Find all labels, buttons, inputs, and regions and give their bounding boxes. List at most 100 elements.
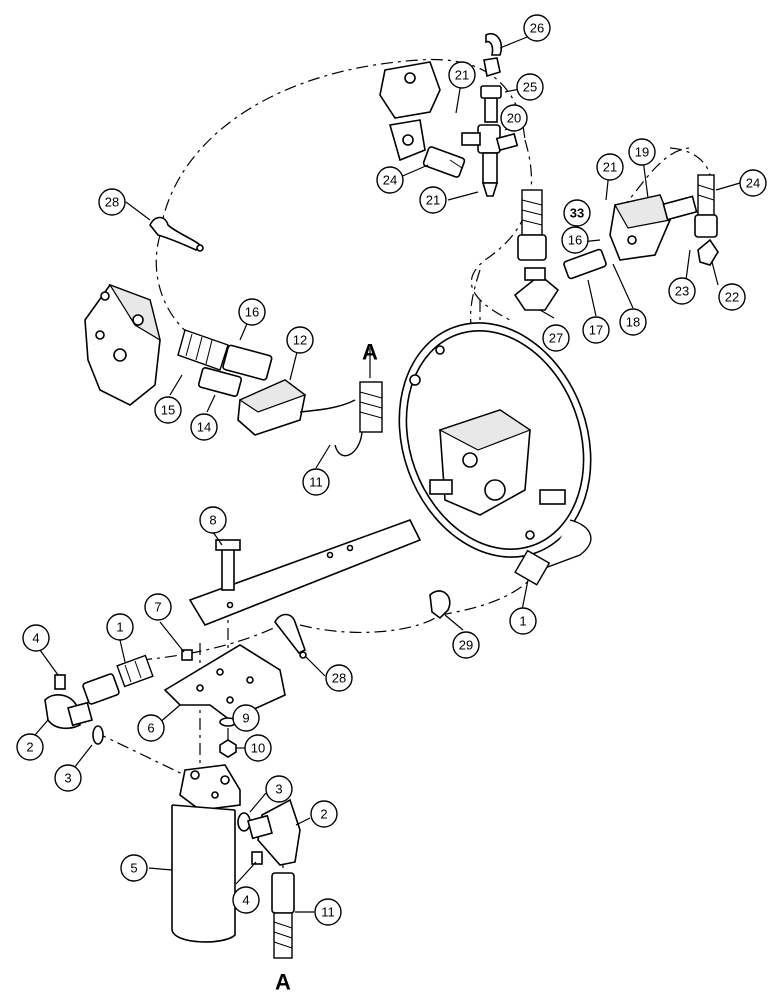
svg-text:1: 1 xyxy=(519,614,526,629)
callout-8: 8 xyxy=(199,506,227,534)
callout-27: 27 xyxy=(542,324,570,352)
svg-text:16: 16 xyxy=(245,305,259,320)
svg-text:3: 3 xyxy=(275,782,282,797)
svg-text:19: 19 xyxy=(635,145,649,160)
callout-5: 5 xyxy=(120,854,148,882)
svg-text:4: 4 xyxy=(242,893,249,908)
svg-text:11: 11 xyxy=(321,905,335,920)
filter-5 xyxy=(171,764,241,943)
svg-text:18: 18 xyxy=(626,315,640,330)
elbow-2-right xyxy=(247,798,301,866)
callout-20: 20 xyxy=(500,104,528,132)
svg-text:33: 33 xyxy=(570,206,584,221)
callout-25: 25 xyxy=(516,73,544,101)
block-12 xyxy=(237,379,356,436)
cross-fitting xyxy=(461,33,519,197)
screw-4-left xyxy=(54,674,66,690)
fitting-24-left xyxy=(422,146,466,178)
callout-26: 26 xyxy=(523,14,551,42)
svg-text:1: 1 xyxy=(116,620,123,635)
elbow-2-left xyxy=(44,694,93,730)
svg-text:26: 26 xyxy=(530,21,544,36)
elbow-27 xyxy=(513,267,560,311)
svg-text:10: 10 xyxy=(251,741,265,756)
callout-7: 7 xyxy=(144,593,172,621)
reference-letter-a-bottom: A xyxy=(275,970,291,995)
callout-21-right: 21 xyxy=(596,153,624,181)
svg-text:7: 7 xyxy=(154,600,161,615)
svg-text:9: 9 xyxy=(242,711,249,726)
callout-1-left: 1 xyxy=(106,613,134,641)
callout-29: 29 xyxy=(452,631,480,659)
clamp-28-lower xyxy=(274,613,307,659)
oring-3-left xyxy=(92,725,104,745)
svg-text:16: 16 xyxy=(568,233,582,248)
callout-2-left: 2 xyxy=(16,733,44,761)
callout-28-upper: 28 xyxy=(98,188,126,216)
svg-text:27: 27 xyxy=(549,331,563,346)
svg-text:21: 21 xyxy=(603,160,617,175)
svg-text:2: 2 xyxy=(26,740,33,755)
hose-1-left xyxy=(82,654,154,705)
block-19 xyxy=(609,194,698,261)
transmission-housing xyxy=(398,322,592,586)
svg-text:28: 28 xyxy=(105,195,119,210)
callout-17: 17 xyxy=(582,316,610,344)
svg-text:15: 15 xyxy=(161,403,175,418)
fitting-17 xyxy=(563,248,607,280)
svg-text:8: 8 xyxy=(209,513,216,528)
callout-6: 6 xyxy=(137,714,165,742)
svg-text:29: 29 xyxy=(459,638,473,653)
callout-15: 15 xyxy=(154,396,182,424)
svg-text:25: 25 xyxy=(523,80,537,95)
callout-2-right: 2 xyxy=(310,800,338,828)
callout-10: 10 xyxy=(244,734,272,762)
svg-text:21: 21 xyxy=(426,193,440,208)
upper-fitting-block xyxy=(379,61,441,162)
callout-21-top: 21 xyxy=(448,61,476,89)
callout-9: 9 xyxy=(232,704,260,732)
callout-23: 23 xyxy=(668,277,696,305)
mounting-bracket xyxy=(163,644,286,721)
control-valve xyxy=(84,283,161,406)
svg-text:20: 20 xyxy=(507,111,521,126)
svg-text:24: 24 xyxy=(746,176,760,191)
callout-18: 18 xyxy=(619,308,647,336)
nut-10 xyxy=(219,739,237,758)
callout-12: 12 xyxy=(286,326,314,354)
screw-4-right xyxy=(251,851,263,865)
svg-text:11: 11 xyxy=(309,475,323,490)
svg-text:24: 24 xyxy=(383,173,397,188)
svg-text:4: 4 xyxy=(32,631,39,646)
callout-14: 14 xyxy=(190,413,218,441)
elbow-22 xyxy=(697,238,719,266)
callout-16-lower: 16 xyxy=(238,298,266,326)
svg-text:17: 17 xyxy=(589,323,603,338)
callout-24-right: 24 xyxy=(739,169,767,197)
reference-letter-a-top: A xyxy=(362,340,378,365)
svg-text:12: 12 xyxy=(293,333,307,348)
callout-3-left: 3 xyxy=(54,764,82,792)
bracket-plate xyxy=(188,519,422,626)
callout-24-left: 24 xyxy=(376,166,404,194)
svg-text:23: 23 xyxy=(675,284,689,299)
bolt-7 xyxy=(181,649,193,661)
svg-text:2: 2 xyxy=(320,807,327,822)
hose-24-right xyxy=(694,174,718,238)
fitting-14 xyxy=(197,367,243,397)
hose-16-upper xyxy=(517,189,547,261)
callout-21-mid: 21 xyxy=(419,186,447,214)
hose-a-top xyxy=(334,381,383,457)
svg-text:5: 5 xyxy=(130,861,137,876)
callout-1-right: 1 xyxy=(509,607,537,635)
callout-11-bottom: 11 xyxy=(314,898,342,926)
callout-3-right: 3 xyxy=(265,775,293,803)
hose-16-lower xyxy=(177,329,273,381)
svg-text:28: 28 xyxy=(332,671,346,686)
hose-a-bottom xyxy=(271,872,295,959)
svg-text:14: 14 xyxy=(197,420,211,435)
callout-28-lower: 28 xyxy=(325,664,353,692)
callout-4-right: 4 xyxy=(232,886,260,914)
